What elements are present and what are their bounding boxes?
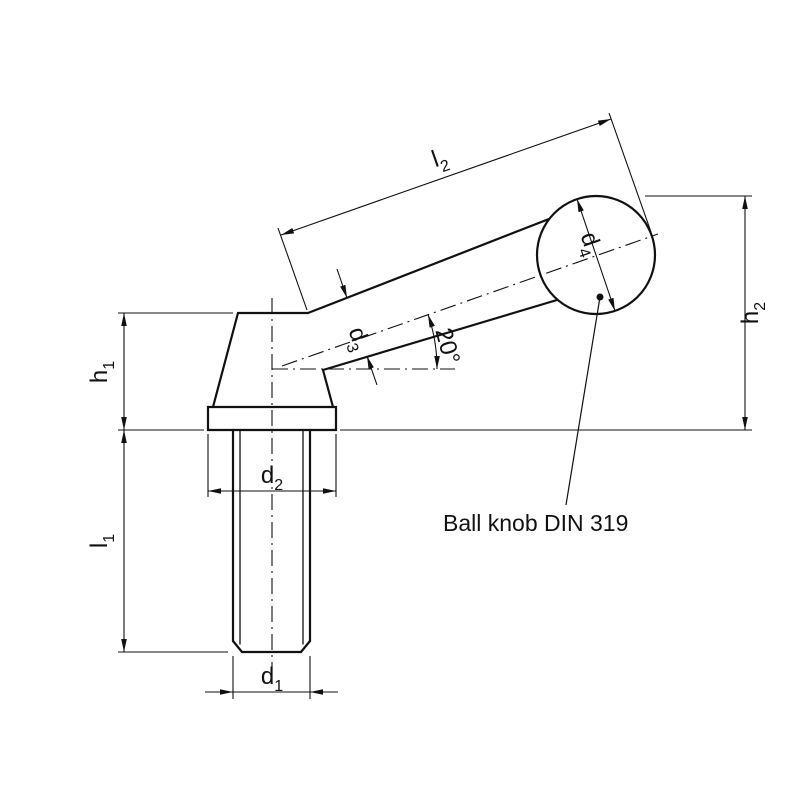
dimension-d3: d3 [336, 268, 378, 386]
label-l1: l1 [86, 534, 118, 548]
dimension-d1: d1 [205, 656, 338, 699]
part-outline [206, 194, 657, 654]
l2-extension-line-right [608, 112, 652, 233]
handle-arm-lower-edge [321, 298, 559, 372]
dimension-h1: h1 [86, 312, 233, 431]
d3-arrow-line-upper [336, 268, 348, 299]
dimension-angle: 20° [427, 314, 465, 370]
dimension-d2: d2 [207, 434, 337, 497]
leader-dot [596, 293, 604, 301]
note-group: Ball knob DIN 319 [443, 293, 628, 536]
label-d1: d1 [261, 663, 283, 695]
label-h1: h1 [86, 361, 118, 383]
cone-left-edge [211, 311, 310, 409]
collar-outline [206, 405, 338, 432]
leader-line [565, 296, 601, 506]
l2-extension-line-left [277, 227, 308, 311]
label-l2: l2 [428, 143, 452, 178]
label-h2: h2 [737, 302, 769, 324]
label-d3: d3 [338, 324, 376, 356]
cone-right-edge [321, 368, 335, 409]
dimensions: l2 d4 d3 20° h2 h1 [86, 112, 769, 699]
stud-chamfer-left [231, 639, 244, 654]
label-angle: 20° [430, 325, 465, 367]
angle-arc [427, 314, 440, 370]
stud-chamfer-right [299, 639, 312, 654]
label-d2: d2 [261, 462, 283, 494]
d4-dimension-line [576, 198, 616, 312]
d3-arrow-line-lower [366, 355, 378, 386]
handle-arm-upper-edge [306, 217, 551, 315]
dimension-l1: l1 [86, 430, 228, 653]
centerlines [271, 233, 659, 668]
l2-dimension-line [280, 118, 612, 236]
dimension-h2: h2 [340, 195, 769, 431]
handle-axis-centerline [281, 233, 659, 367]
note-ball-knob: Ball knob DIN 319 [443, 510, 628, 536]
